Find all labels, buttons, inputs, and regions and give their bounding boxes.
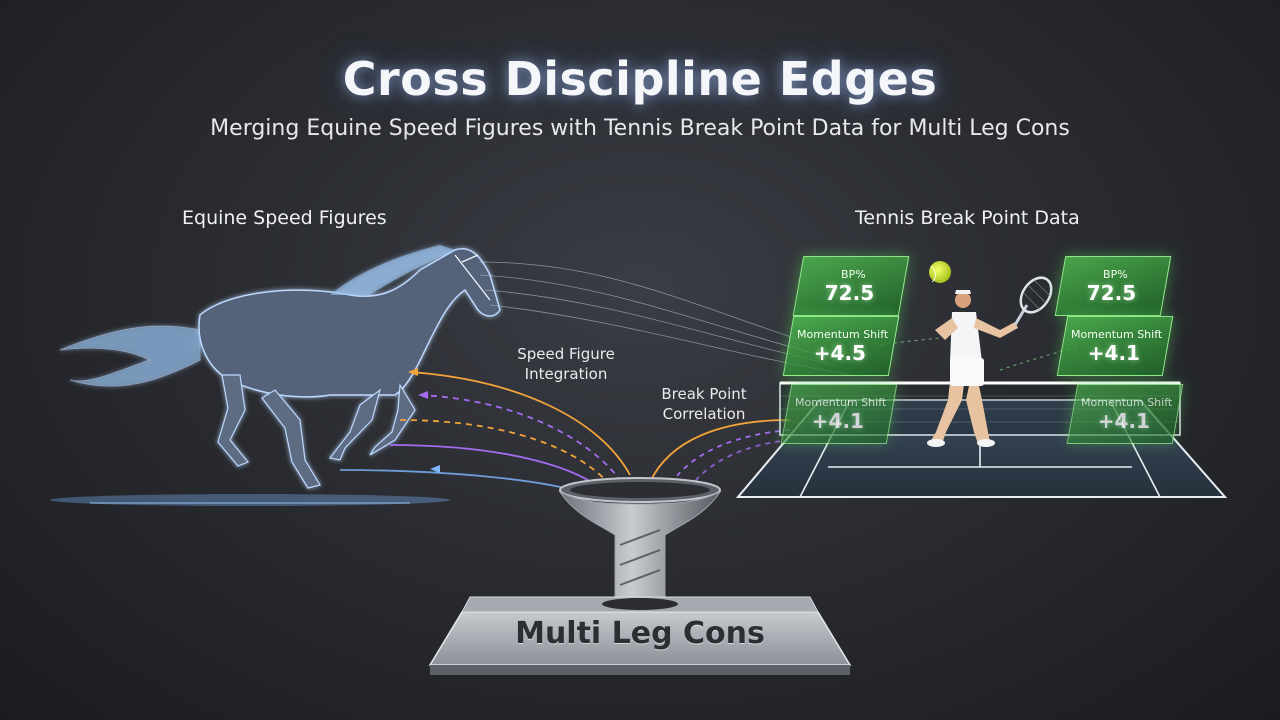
break-correlation-label: Break Point Correlation xyxy=(634,384,774,424)
stat-panel-value: +4.1 xyxy=(1097,408,1150,433)
tennis-ball-icon xyxy=(929,261,951,283)
break-correlation-line1: Break Point xyxy=(661,385,747,403)
stat-panel-value: +4.5 xyxy=(813,340,866,365)
stat-panel-value: 72.5 xyxy=(1087,280,1137,305)
output-plate xyxy=(428,596,852,675)
stat-panel-label: Momentum Shift xyxy=(1071,327,1163,341)
horse-icon xyxy=(59,245,501,489)
speed-integration-line1: Speed Figure xyxy=(517,345,615,363)
stat-panel-label: BP% xyxy=(1102,267,1128,281)
stat-panel-label: BP% xyxy=(840,267,866,281)
stat-panel-bp-right: BP% 72.5 xyxy=(1054,256,1172,316)
stat-panel-bp-left: BP% 72.5 xyxy=(792,256,910,316)
page-subtitle: Merging Equine Speed Figures with Tennis… xyxy=(210,116,1070,141)
break-flow-lines xyxy=(649,419,791,489)
speed-integration-label: Speed Figure Integration xyxy=(496,344,636,384)
stat-panel-label: Momentum Shift xyxy=(797,327,889,341)
stat-panel-value: +4.1 xyxy=(1087,340,1140,365)
stat-panel-value: 72.5 xyxy=(825,280,875,305)
stat-panel-label: Momentum Shift xyxy=(795,395,887,409)
funnel-icon xyxy=(558,477,722,601)
page-title: Cross Discipline Edges xyxy=(342,52,938,106)
stat-panel-momentum-left: Momentum Shift +4.5 xyxy=(782,316,900,376)
tennis-player-icon xyxy=(927,276,1053,447)
stat-panel-momentum-right: Momentum Shift +4.1 xyxy=(1056,316,1174,376)
stat-panel-momentum-net-right: Momentum Shift +4.1 xyxy=(1066,384,1184,444)
break-correlation-line2: Correlation xyxy=(662,405,746,423)
stat-panel-value: +4.1 xyxy=(811,408,864,433)
output-label: Multi Leg Cons xyxy=(515,616,765,651)
stat-panel-label: Momentum Shift xyxy=(1081,395,1173,409)
horse-ground-glow xyxy=(50,494,450,506)
stat-panel-momentum-net-left: Momentum Shift +4.1 xyxy=(780,384,898,444)
tennis-section-label: Tennis Break Point Data xyxy=(855,207,1080,229)
equine-section-label: Equine Speed Figures xyxy=(182,207,387,229)
speed-integration-line2: Integration xyxy=(524,365,608,383)
